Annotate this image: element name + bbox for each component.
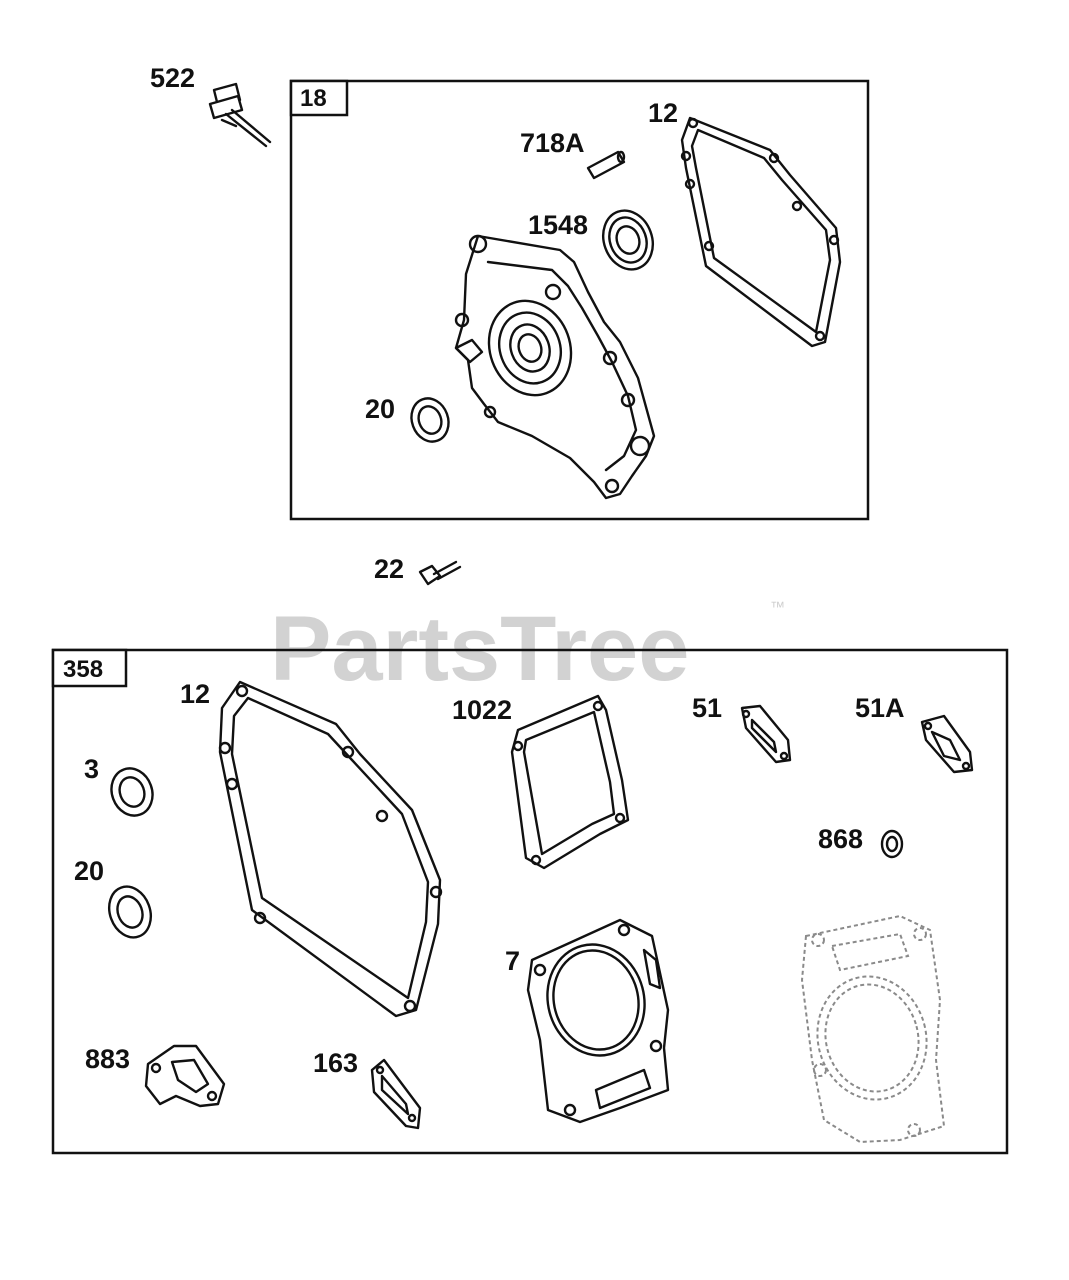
part-718A-pin[interactable]: [586, 150, 626, 180]
part-3-seal[interactable]: [105, 763, 159, 822]
callout-51A[interactable]: 51A: [855, 693, 905, 723]
part-868-valve-seal[interactable]: [880, 829, 904, 859]
group-18-tag: [289, 79, 349, 117]
part-20-seal-bottom[interactable]: [102, 881, 157, 944]
callout-20-bottom[interactable]: 20: [74, 856, 104, 886]
part-51A-gasket[interactable]: [920, 714, 974, 774]
callout-868[interactable]: 868: [818, 824, 863, 854]
part-883-gasket[interactable]: [144, 1044, 226, 1108]
watermark-trademark: ™: [770, 599, 785, 616]
group-18-box: [289, 79, 870, 521]
callout-12-bottom[interactable]: 12: [180, 679, 210, 709]
part-20-seal-top[interactable]: [406, 393, 455, 447]
part-7-head-gasket[interactable]: [526, 918, 670, 1124]
crankcase-cover[interactable]: [454, 234, 656, 500]
part-163-gasket[interactable]: [370, 1058, 422, 1130]
part-12-gasket-bottom[interactable]: [218, 680, 443, 1018]
callout-1022[interactable]: 1022: [452, 695, 512, 725]
group-358-tag: [51, 648, 128, 688]
group-358-label[interactable]: 358: [63, 656, 103, 683]
part-head-gasket-alt[interactable]: [800, 914, 946, 1144]
part-1548-bearing[interactable]: [595, 204, 661, 277]
callout-7[interactable]: 7: [505, 946, 520, 976]
callout-718A[interactable]: 718A: [520, 128, 585, 158]
part-522-plug[interactable]: [208, 82, 272, 148]
callout-51[interactable]: 51: [692, 693, 722, 723]
callout-22[interactable]: 22: [374, 554, 404, 584]
part-51-gasket[interactable]: [740, 704, 792, 764]
callout-12-top[interactable]: 12: [648, 98, 678, 128]
group-18-label[interactable]: 18: [300, 85, 327, 112]
callout-883[interactable]: 883: [85, 1044, 130, 1074]
part-22-bolt[interactable]: [418, 560, 462, 586]
callout-3[interactable]: 3: [84, 754, 99, 784]
part-12-gasket-top[interactable]: [680, 116, 842, 348]
part-1022-gasket[interactable]: [510, 694, 630, 870]
callout-163[interactable]: 163: [313, 1048, 358, 1078]
callout-1548[interactable]: 1548: [528, 210, 588, 240]
callout-522[interactable]: 522: [150, 63, 195, 93]
callout-20-top[interactable]: 20: [365, 394, 395, 424]
group-358-box: [51, 648, 1009, 1155]
